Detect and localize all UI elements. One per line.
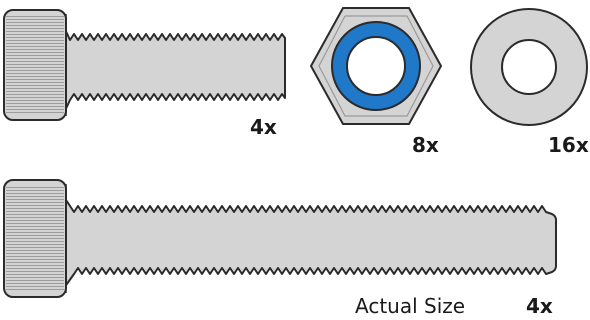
short-screw-shank <box>63 26 286 114</box>
long-screw-knurling <box>6 186 64 291</box>
short-socket-head-screw <box>3 9 286 121</box>
hex-nut-quantity: 8x <box>412 133 439 157</box>
hex-nut-chamfer <box>318 15 434 117</box>
short-screw-quantity: 4x <box>250 115 277 139</box>
washer-quantity: 16x <box>548 133 589 157</box>
actual-size-caption: Actual Size <box>355 294 465 318</box>
long-screw-shank <box>63 196 557 289</box>
short-screw-knurling <box>6 16 64 114</box>
hex-lock-nut <box>310 7 442 125</box>
long-socket-head-screw <box>3 179 557 298</box>
long-screw-quantity: 4x <box>526 294 553 318</box>
flat-washer <box>470 8 588 126</box>
washer-hole <box>501 39 557 95</box>
hex-nut-hole <box>346 36 406 96</box>
